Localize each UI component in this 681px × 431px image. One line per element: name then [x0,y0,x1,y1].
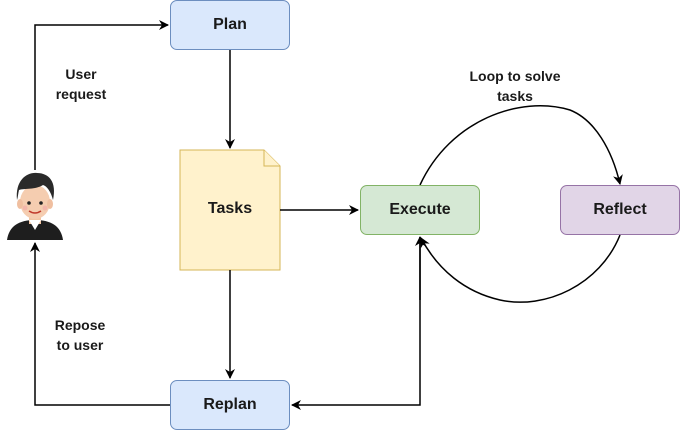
response-line2: to user [56,337,104,353]
reflect-node: Reflect [560,185,680,235]
loop-line1: Loop to solve [469,68,561,84]
edge-reflect-to-execute-loop [420,234,621,303]
replan-label: Replan [203,396,257,413]
user-request-line2: request [55,86,107,102]
edge-execute-to-reflect-loop [419,105,623,186]
reflect-label: Reflect [593,201,647,218]
edge-user-to-plan [34,20,169,170]
tasks-document [179,149,281,271]
tasks-label: Tasks [207,200,253,217]
user-avatar-icon [7,172,63,240]
replan-node: Replan [170,380,290,430]
response-line1: Repose [54,317,106,333]
loop-line2: tasks [497,88,533,104]
plan-label: Plan [213,16,247,33]
user-request-line1: User [65,66,97,82]
edge-replan-to-user [30,242,170,406]
execute-label: Execute [389,201,451,218]
user-request-label: User request [50,64,112,104]
plan-node: Plan [170,0,290,50]
edge-execute-to-replan [291,236,425,410]
loop-label: Loop to solve tasks [455,66,575,106]
response-label: Repose to user [42,315,118,355]
execute-node: Execute [360,185,480,235]
